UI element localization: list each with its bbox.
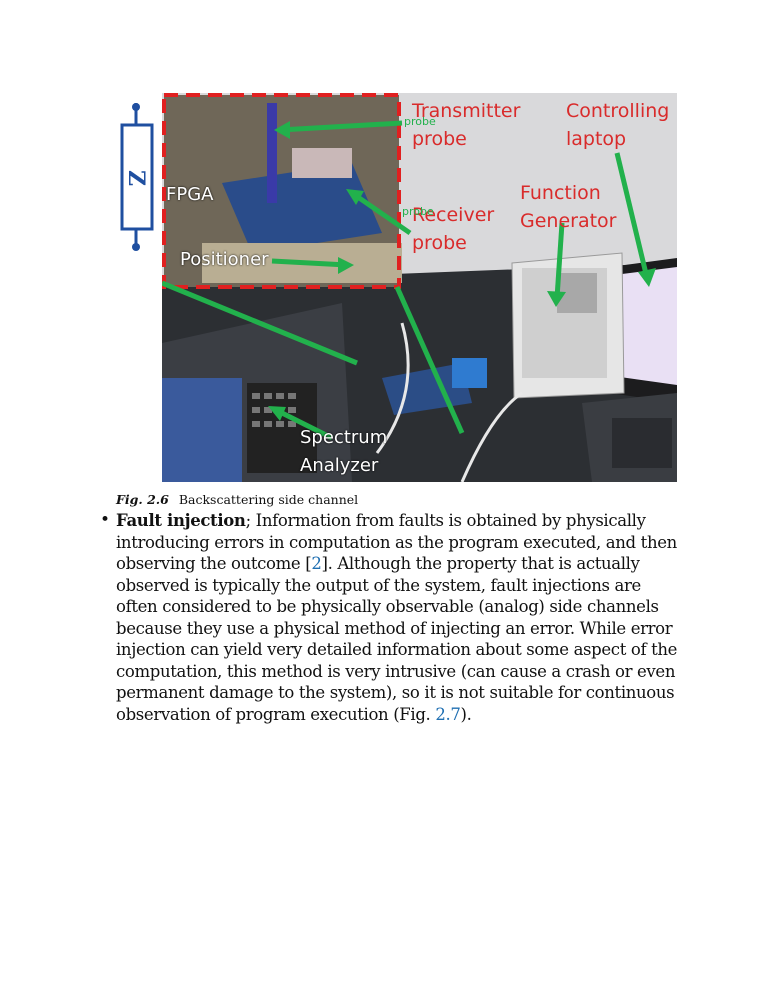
fault-injection-paragraph: Fault injection; Information from faults… bbox=[116, 510, 680, 725]
figure-caption-text: Backscattering side channel bbox=[178, 492, 359, 507]
controlling-laptop-label: Controlling laptop bbox=[566, 100, 670, 150]
paragraph-text-3: ). bbox=[460, 704, 472, 724]
receiver-probe-label: Receiver probe bbox=[412, 204, 495, 254]
paragraph-text-2: ]. Although the property that is actuall… bbox=[116, 554, 678, 724]
citation-link[interactable]: 2 bbox=[311, 554, 322, 573]
figure-link[interactable]: 2.7 bbox=[435, 704, 461, 724]
impedance-label: Z bbox=[123, 169, 150, 187]
paragraph-text-1: ; Information from faults is obtained by… bbox=[116, 511, 677, 573]
laptop-keyboard bbox=[612, 418, 672, 468]
backscattering-figure: Z bbox=[118, 93, 678, 483]
fault-injection-term: Fault injection bbox=[116, 511, 246, 530]
lab-setup-drawing bbox=[162, 93, 677, 482]
probe-small-label-1: probe bbox=[404, 115, 436, 128]
annotation-arrows bbox=[162, 120, 656, 441]
figure-caption: Fig. 2.6 Backscattering side channel bbox=[116, 492, 358, 507]
probe-small-label-2: probe bbox=[402, 205, 434, 218]
figure-number: Fig. 2.6 bbox=[116, 492, 169, 507]
impedance-symbol bbox=[120, 103, 154, 251]
positioner-label: Positioner bbox=[180, 249, 269, 270]
lab-setup-photo: Transmitter probe probe Controlling lapt… bbox=[162, 93, 677, 482]
spectrum-analyzer-label: Spectrum Analyzer bbox=[300, 427, 388, 476]
fault-injection-bullet: • Fault injection; Information from faul… bbox=[100, 510, 680, 725]
transmitter-probe-label: Transmitter probe bbox=[412, 100, 521, 150]
function-generator-label: Function Generator bbox=[520, 182, 617, 232]
fpga-label: FPGA bbox=[166, 184, 214, 205]
bullet-marker: • bbox=[100, 510, 111, 530]
